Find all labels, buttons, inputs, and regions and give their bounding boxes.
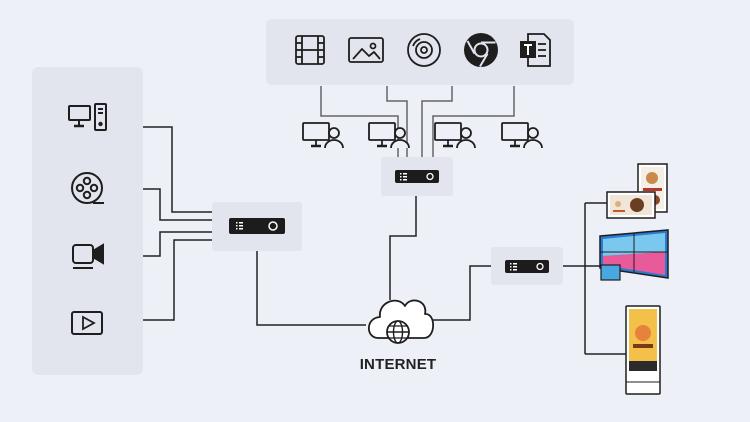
sources-panel (32, 67, 143, 375)
poster-display-group (606, 163, 668, 219)
film-strip-icon (295, 35, 325, 65)
media-player-top (395, 170, 439, 183)
user-workstation-icon (434, 122, 476, 149)
media-player-right (505, 260, 549, 273)
desktop-computer-icon (68, 103, 107, 131)
cloud-globe-icon (367, 299, 435, 344)
user-workstation-icon (368, 122, 410, 149)
content-panel (266, 19, 574, 85)
user-workstation-icon (501, 122, 543, 149)
user-workstation-icon (302, 122, 344, 149)
connection-lines (143, 126, 626, 355)
kiosk-totem-display (625, 305, 661, 395)
media-player-left (229, 218, 285, 234)
internet-label: INTERNET (359, 356, 437, 373)
disc-icon (407, 33, 441, 67)
chrome-browser-icon (464, 33, 498, 68)
video-camera-icon (72, 243, 104, 269)
teams-document-icon (520, 33, 551, 67)
film-reel-icon (71, 172, 104, 204)
play-button-icon (71, 311, 103, 335)
content-tree-lines (320, 86, 515, 157)
image-icon (348, 37, 384, 63)
video-wall-display (599, 229, 669, 281)
